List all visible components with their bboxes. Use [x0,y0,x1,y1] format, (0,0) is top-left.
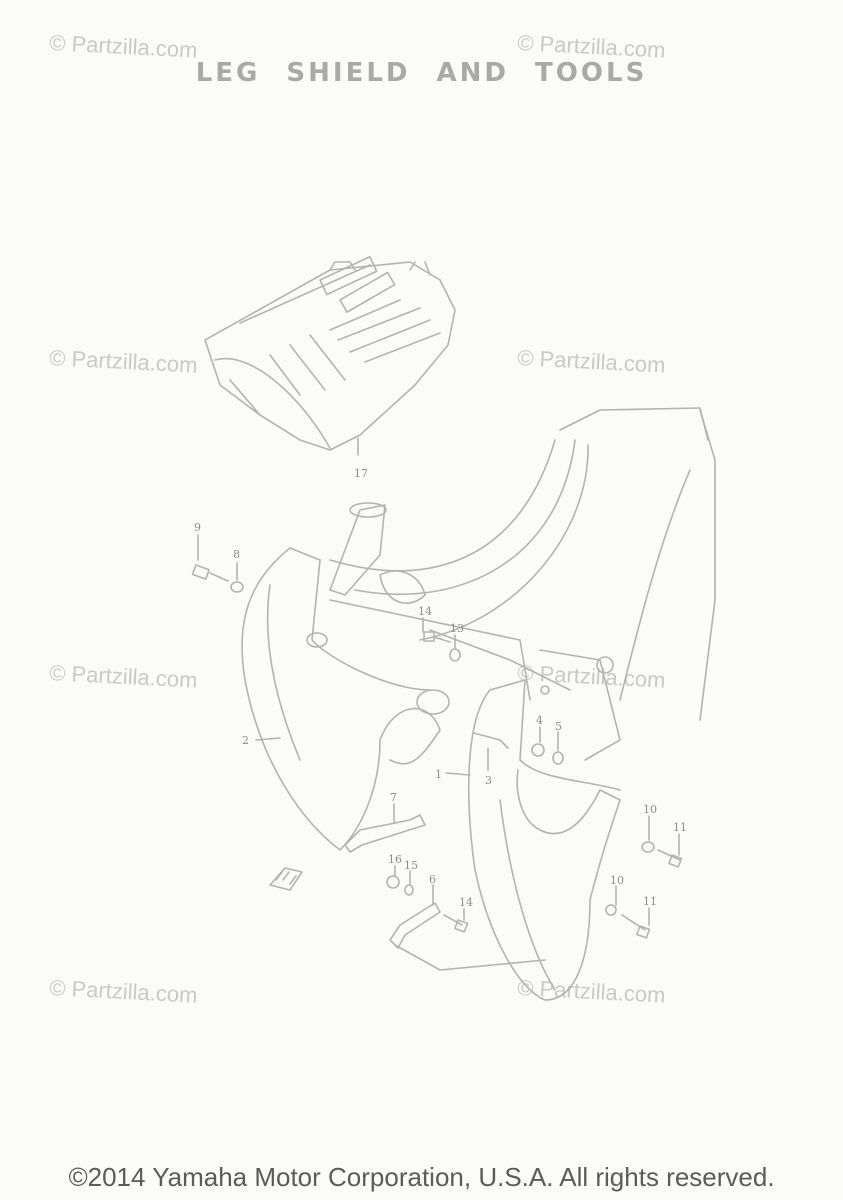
copyright-notice: ©2014 Yamaha Motor Corporation, U.S.A. A… [68,1162,775,1192]
callout-17: 17 [354,467,368,480]
callout-14: 14 [459,896,473,909]
callout-11: 11 [673,821,687,834]
leg-shield-left [241,547,450,851]
callout-16: 16 [388,853,402,866]
diagram-title: LEG SHIELD AND TOOLS [195,58,648,88]
stays [344,814,441,949]
callout-11: 11 [643,895,657,908]
callout-6: 6 [429,873,436,886]
callout-8: 8 [233,548,240,561]
callout-10: 10 [643,803,657,816]
callout-7: 7 [390,791,397,804]
callout-labels: 17 9 8 2 1 3 4 5 7 14 13 10 11 10 11 16 … [194,467,687,909]
callout-15: 15 [404,859,418,872]
callout-10: 10 [610,874,624,887]
frame-body [329,407,716,761]
front-arrow-icon [269,867,303,891]
callout-9: 9 [194,521,201,534]
callout-4: 4 [536,714,543,727]
callout-1: 1 [435,768,442,781]
callout-12: 13 [450,622,464,635]
callout-3: 3 [485,774,492,787]
hardware [191,564,683,939]
tool-kit-bag [204,255,456,451]
callout-5: 5 [555,720,562,733]
callout-2: 2 [242,734,249,747]
callout-13: 14 [418,605,432,618]
leg-shield-right [394,679,621,1001]
